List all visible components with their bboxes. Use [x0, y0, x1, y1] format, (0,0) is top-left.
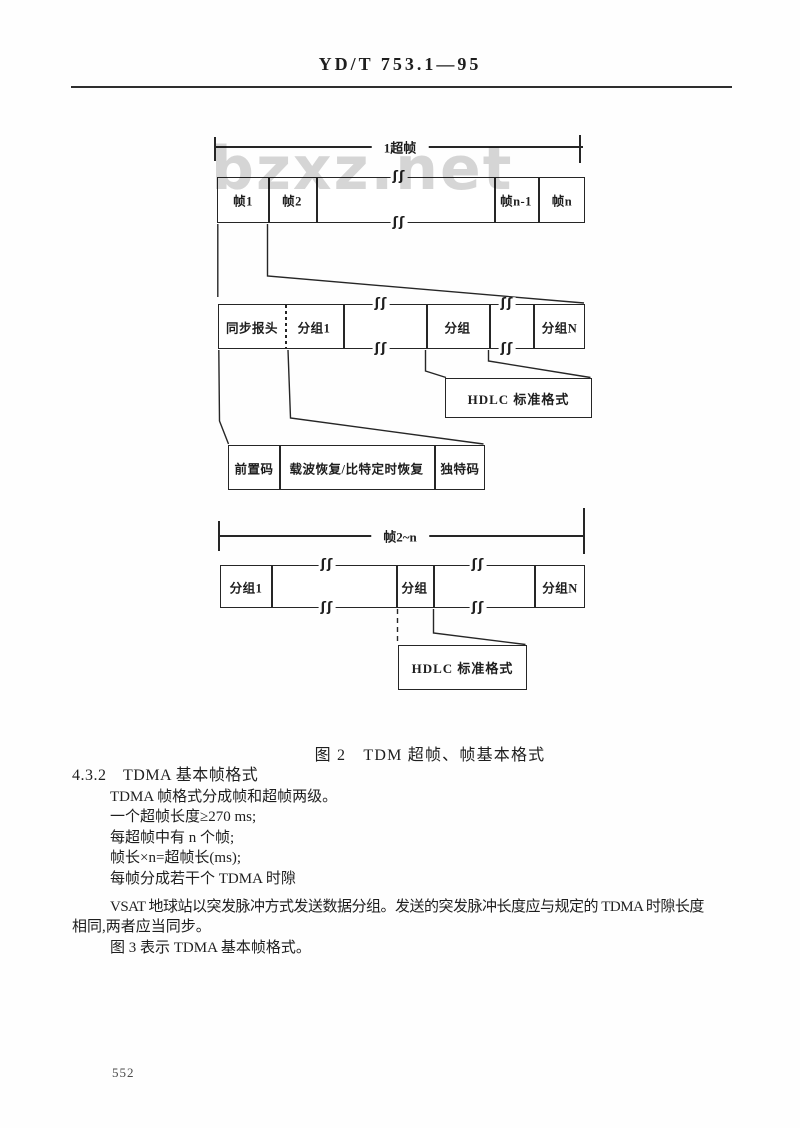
body-line: 帧长×n=超帧长(ms); — [110, 850, 242, 867]
break-mark: ʃʃ — [498, 296, 516, 312]
body-line: 每帧分成若干个 TDMA 时隙 — [110, 870, 296, 887]
doc-number: YD/T 753.1—95 — [318, 54, 482, 74]
cell-packet: 分组 — [401, 581, 428, 595]
cell-packet-1: 分组1 — [297, 321, 331, 335]
cell-sync-header: 同步报头 — [225, 321, 279, 335]
hdlc-format-box-2: HDLC 标准格式 — [398, 645, 527, 690]
superframe-dim-tick-left — [214, 137, 217, 161]
connector-packet-to-hdlc1-right — [487, 350, 591, 379]
break-mark: ʃʃ — [390, 169, 408, 185]
connector-packet-to-hdlc2-right — [432, 609, 526, 646]
frame2n-bar: 分组1 分组 分组N — [220, 565, 585, 608]
cell-frame-2: 帧2 — [282, 194, 302, 209]
cell-frame-1: 帧1 — [233, 194, 253, 209]
frames-dim-label: 帧2~n — [371, 526, 429, 546]
break-mark: ʃʃ — [469, 557, 487, 573]
connector-header-to-burst-left — [218, 349, 230, 445]
break-mark: ʃʃ — [390, 215, 408, 231]
body-line: 相同,两者应当同步。 — [72, 919, 211, 936]
body-text: 4.3.2 TDMA 基本帧格式 TDMA 帧格式分成帧和超帧两级。 一个超帧长… — [72, 764, 762, 958]
bar-divider — [489, 305, 491, 348]
bar-divider — [285, 305, 287, 348]
hdlc-box-1-label: HDLC 标准格式 — [467, 391, 570, 407]
bar-divider — [279, 446, 281, 489]
break-mark: ʃʃ — [498, 341, 516, 357]
connector-packet-to-hdlc1-left — [424, 350, 447, 379]
bar-divider — [343, 305, 345, 348]
body-line: 图 3 表示 TDMA 基本帧格式。 — [110, 939, 311, 956]
cell-carrier-recovery: 载波恢复/比特定时恢复 — [289, 462, 424, 476]
bar-divider — [316, 178, 318, 222]
figure-caption: 图 2 TDM 超帧、帧基本格式 — [314, 747, 546, 764]
bar-divider — [534, 566, 536, 607]
hdlc-format-box-1: HDLC 标准格式 — [445, 378, 592, 418]
cell-frame-n: 帧n — [551, 194, 573, 209]
break-mark: ʃʃ — [318, 557, 336, 573]
connector-superframe-to-frame-right — [266, 224, 585, 304]
page-number: 552 — [112, 1065, 135, 1080]
body-line: 一个超帧长度≥270 ms; — [110, 809, 257, 826]
bar-divider — [268, 178, 270, 222]
bar-divider — [494, 178, 496, 222]
superframe-dim-label: 1超帧 — [371, 137, 429, 157]
bar-divider — [433, 566, 435, 607]
cell-packet-1: 分组1 — [229, 581, 263, 595]
hdlc-box-2-label: HDLC 标准格式 — [411, 661, 514, 676]
cell-preamble: 前置码 — [234, 462, 274, 476]
break-mark: ʃʃ — [372, 341, 390, 357]
body-line: 每超帧中有 n 个帧; — [110, 829, 235, 846]
bar-divider — [533, 305, 535, 348]
burst-bar: 前置码 载波恢复/比特定时恢复 独特码 — [228, 445, 485, 490]
cell-frame-n-1: 帧n-1 — [500, 194, 532, 209]
superframe-dim-tick-right — [579, 135, 582, 163]
cell-packet-n: 分组N — [542, 581, 578, 595]
break-mark: ʃʃ — [469, 600, 487, 616]
frames-dim-tick-left — [218, 521, 221, 551]
bar-divider — [271, 566, 273, 607]
break-mark: ʃʃ — [372, 296, 390, 312]
body-line: VSAT 地球站以突发脉冲方式发送数据分组。发送的突发脉冲长度应与规定的 TDM… — [110, 899, 704, 916]
frames-dim-tick-right — [583, 508, 586, 554]
bar-divider — [434, 446, 436, 489]
bar-divider — [426, 305, 428, 348]
frame1-bar: 同步报头 分组1 分组 分组N — [218, 304, 585, 349]
section-heading: 4.3.2 TDMA 基本帧格式 — [72, 767, 259, 784]
bar-divider — [396, 566, 398, 607]
cell-packet-n: 分组N — [541, 321, 578, 335]
cell-unique-word: 独特码 — [440, 462, 480, 476]
connector-header-to-burst-right — [287, 349, 484, 445]
break-mark: ʃʃ — [318, 600, 336, 616]
bar-divider — [538, 178, 540, 222]
body-line: TDMA 帧格式分成帧和超帧两级。 — [110, 789, 338, 805]
cell-packet: 分组 — [444, 321, 471, 335]
header-rule — [71, 86, 732, 89]
